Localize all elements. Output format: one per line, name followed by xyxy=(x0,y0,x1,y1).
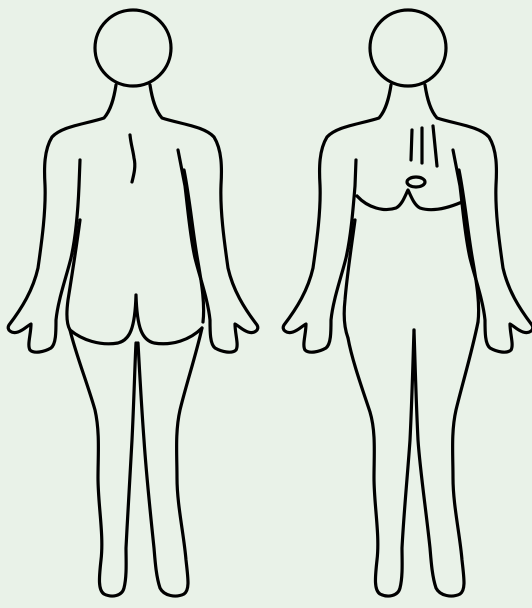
front-navel xyxy=(407,177,425,187)
back-spine xyxy=(130,135,135,182)
front-right-leg xyxy=(414,322,478,596)
front-view-figure xyxy=(283,10,532,596)
front-right-inner-arm xyxy=(459,170,479,322)
back-torso-outline xyxy=(8,85,116,352)
back-right-leg xyxy=(138,328,202,596)
front-torso-outline xyxy=(283,85,391,352)
front-left-leg xyxy=(348,330,414,596)
back-right-inner-arm xyxy=(184,170,204,322)
back-view-figure xyxy=(8,10,258,596)
front-chest-line xyxy=(357,190,462,210)
back-head xyxy=(95,10,171,86)
back-left-leg xyxy=(70,330,136,596)
back-buttocks xyxy=(70,295,202,344)
front-head xyxy=(370,10,446,86)
front-collarbone-lines xyxy=(411,126,437,166)
